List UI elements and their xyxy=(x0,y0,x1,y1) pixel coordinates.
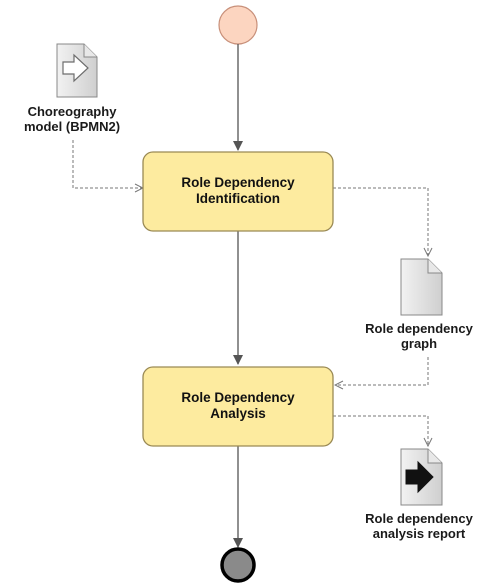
association-analysis-to-report xyxy=(333,415,428,446)
task-identification-label-line1: Role Dependency xyxy=(181,175,295,190)
analysis-report-label: Role dependency analysis report xyxy=(341,511,497,541)
task-role-dependency-identification[interactable] xyxy=(142,151,334,232)
output-document-icon[interactable] xyxy=(400,448,443,506)
end-event[interactable] xyxy=(220,547,256,583)
role-dependency-graph-label: Role dependency graph xyxy=(341,321,497,351)
choreography-model-label-line1: Choreography xyxy=(27,104,117,119)
task-analysis-label-line1: Role Dependency xyxy=(181,390,295,405)
task-analysis-label: Role Dependency Analysis xyxy=(143,390,333,422)
association-choreography-to-identification xyxy=(72,140,143,188)
association-identification-to-graph xyxy=(333,187,428,256)
role-dependency-graph-label-line1: Role dependency xyxy=(365,321,473,336)
association-graph-to-analysis xyxy=(335,357,429,385)
choreography-model-label: Choreography model (BPMN2) xyxy=(2,104,142,134)
role-dependency-graph-label-line2: graph xyxy=(400,336,438,351)
analysis-report-label-line2: analysis report xyxy=(372,526,466,541)
analysis-report-label-line1: Role dependency xyxy=(365,511,473,526)
document-icon[interactable] xyxy=(400,258,443,316)
task-role-dependency-analysis[interactable] xyxy=(142,366,334,447)
choreography-model-label-line2: model (BPMN2) xyxy=(23,119,121,134)
task-analysis-label-line2: Analysis xyxy=(210,406,266,421)
input-document-icon[interactable] xyxy=(56,43,98,98)
task-identification-label-line2: Identification xyxy=(196,191,280,206)
start-event[interactable] xyxy=(218,5,258,45)
task-identification-label: Role Dependency Identification xyxy=(143,175,333,207)
